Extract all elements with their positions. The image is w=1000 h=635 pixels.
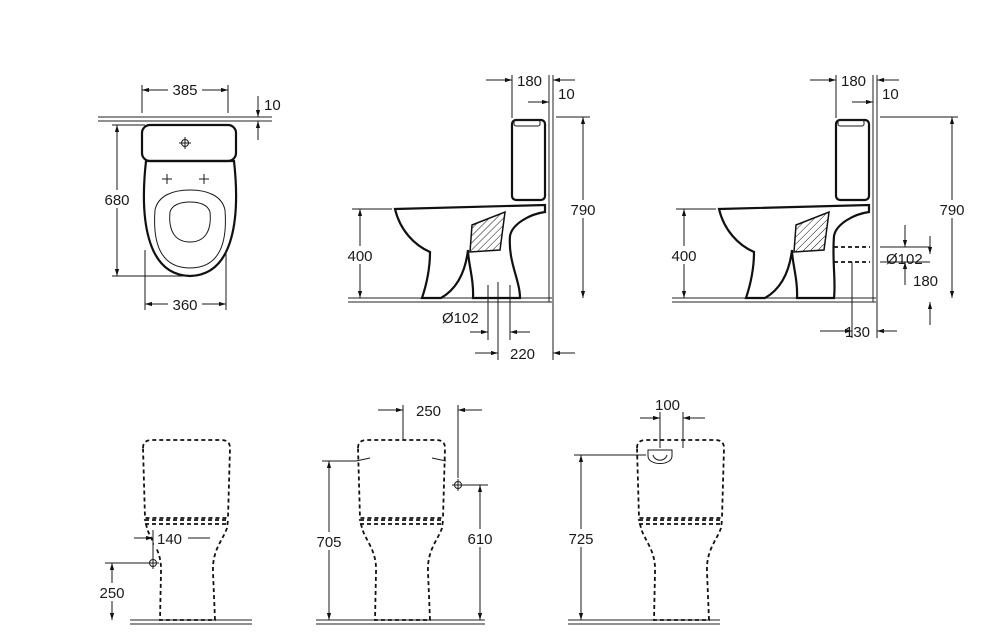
front-view-2: 250 705 610	[312, 403, 497, 625]
dim-400-side1: 400	[347, 248, 372, 265]
dim-360: 360	[172, 297, 197, 314]
bowl-outline	[393, 203, 547, 300]
front-view-3: 100 725	[564, 397, 725, 625]
dim-250-spacing: 250	[416, 403, 441, 420]
dim-250-height: 250	[99, 585, 124, 602]
dim-180-outlet: 180	[913, 273, 938, 290]
dim-10-side2: 10	[882, 86, 899, 103]
button-mark	[179, 137, 191, 149]
dim-220: 220	[510, 346, 535, 363]
tank-outline	[357, 439, 446, 519]
dim-180-side1: 180	[517, 73, 542, 90]
tank-outline	[636, 439, 725, 519]
bowl-outline	[358, 519, 445, 621]
dim-180-side2: 180	[841, 73, 866, 90]
dim-140: 140	[157, 531, 182, 548]
side-view-floor-outlet: 180 10 790 400 Ø102 220	[343, 73, 600, 363]
dim-790-side1: 790	[570, 202, 595, 219]
dim-680: 680	[104, 192, 129, 209]
dim-790-side2: 790	[939, 202, 964, 219]
dim-o102-side2: Ø102	[886, 251, 923, 268]
dim-130: 130	[845, 324, 870, 341]
bowl-outline	[142, 159, 238, 278]
top-view: 385 10 680 360	[98, 80, 281, 314]
dim-100: 100	[655, 397, 680, 414]
dim-705: 705	[316, 534, 341, 551]
dim-10-top: 10	[264, 97, 281, 114]
dim-400-side2: 400	[671, 248, 696, 265]
dim-10-side1: 10	[558, 86, 575, 103]
dim-725: 725	[568, 531, 593, 548]
tank-outline	[510, 118, 547, 202]
dim-610: 610	[467, 531, 492, 548]
front-view-1: 140 250	[95, 439, 252, 625]
dim-o102-side1: Ø102	[442, 310, 479, 327]
bowl-outline	[717, 203, 871, 300]
tank-outline	[834, 118, 871, 202]
bowl-outline	[637, 519, 724, 621]
dim-385: 385	[172, 82, 197, 99]
inlet-cutout	[647, 449, 673, 464]
tank-outline	[142, 439, 231, 519]
side-view-wall-outlet: 180 10 790 400 Ø102 180 130	[667, 73, 969, 341]
